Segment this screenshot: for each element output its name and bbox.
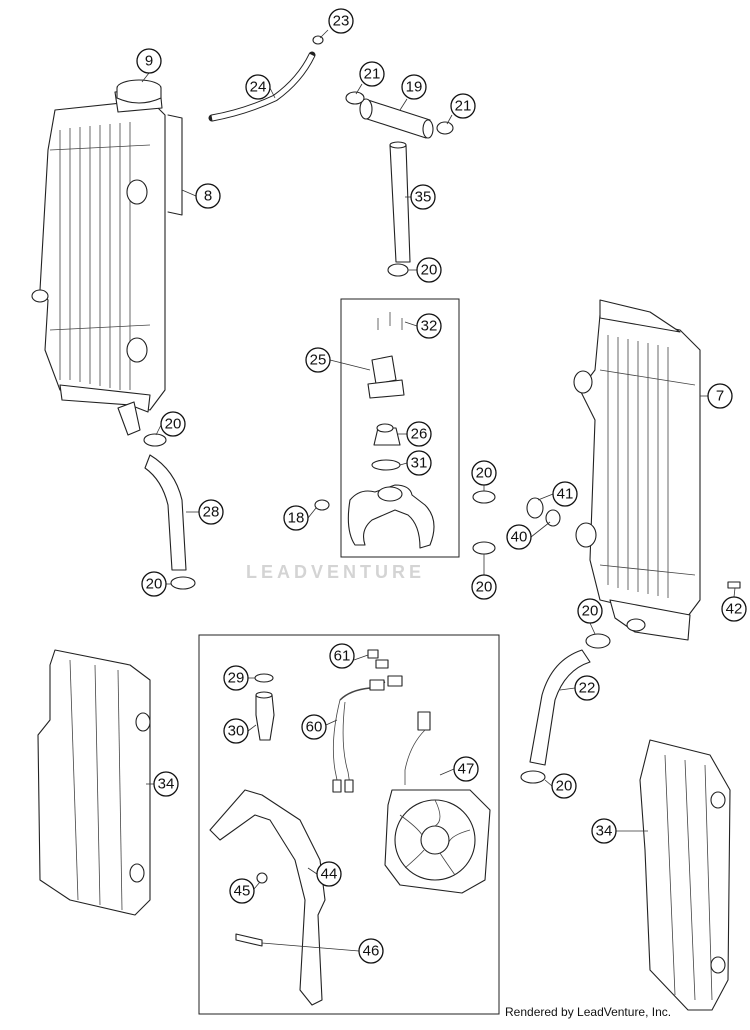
callout-26: 26: [406, 421, 432, 447]
svg-text:25: 25: [310, 352, 327, 369]
callout-20-a: 20: [416, 257, 442, 283]
svg-text:20: 20: [476, 465, 493, 482]
callout-23: 23: [328, 8, 354, 34]
thermostat-kit-box: [340, 298, 460, 558]
left-lower-hose: [143, 433, 196, 590]
callout-30: 30: [223, 718, 249, 744]
svg-text:47: 47: [458, 761, 475, 778]
svg-text:45: 45: [234, 883, 251, 900]
callout-9: 9: [136, 48, 162, 74]
callout-20-g: 20: [551, 773, 577, 799]
callout-34-a: 34: [153, 771, 179, 797]
svg-text:28: 28: [203, 504, 220, 521]
svg-text:7: 7: [716, 388, 724, 405]
callout-42: 42: [721, 596, 747, 622]
callout-22: 22: [574, 675, 600, 701]
callout-20-c: 20: [471, 460, 497, 486]
right-radiator: [573, 299, 741, 641]
watermark-text: LEADVENTURE: [246, 562, 426, 582]
callout-20-b: 20: [160, 411, 186, 437]
thermostat-assembly: [347, 312, 435, 549]
overflow-hose: [208, 35, 324, 122]
svg-text:8: 8: [204, 188, 212, 205]
svg-text:41: 41: [557, 486, 574, 503]
svg-text:44: 44: [321, 866, 338, 883]
render-credit: Rendered by LeadVenture, Inc.: [505, 1005, 672, 1019]
svg-text:46: 46: [363, 943, 380, 960]
svg-text:35: 35: [415, 189, 432, 206]
svg-text:20: 20: [165, 416, 182, 433]
radiator-cap: [116, 79, 162, 104]
svg-text:61: 61: [334, 648, 351, 665]
svg-text:34: 34: [158, 776, 175, 793]
fan-kit-box: [198, 634, 500, 1015]
clamp-20-a: [472, 490, 496, 504]
callout-40: 40: [506, 524, 532, 550]
svg-text:34: 34: [596, 823, 613, 840]
clamp-20-b: [472, 541, 496, 555]
callout-44: 44: [316, 861, 342, 887]
clamp-18: [314, 499, 330, 511]
svg-text:19: 19: [406, 79, 423, 96]
callout-25: 25: [305, 347, 331, 373]
callout-7: 7: [707, 383, 733, 409]
right-radiator-guard: [639, 739, 731, 1011]
grommet-41: [526, 497, 544, 519]
callout-18: 18: [283, 505, 309, 531]
callout-35: 35: [410, 184, 436, 210]
svg-text:30: 30: [228, 723, 245, 740]
svg-text:23: 23: [333, 13, 350, 30]
callout-19: 19: [401, 74, 427, 100]
left-radiator: [31, 87, 183, 436]
callout-34-b: 34: [591, 818, 617, 844]
svg-text:20: 20: [421, 262, 438, 279]
svg-text:40: 40: [511, 529, 528, 546]
callout-24: 24: [245, 74, 271, 100]
svg-text:29: 29: [228, 670, 245, 687]
left-radiator-guard: [37, 649, 151, 916]
svg-text:24: 24: [250, 79, 267, 96]
callout-28: 28: [198, 499, 224, 525]
leader-lines: [141, 29, 736, 952]
callout-21-b: 21: [450, 93, 476, 119]
right-lower-hose: [520, 633, 611, 784]
callout-61: 61: [329, 643, 355, 669]
svg-text:32: 32: [421, 318, 438, 335]
svg-text:42: 42: [726, 601, 743, 618]
svg-text:18: 18: [288, 510, 305, 527]
callout-45: 45: [229, 878, 255, 904]
svg-text:21: 21: [455, 98, 472, 115]
svg-text:22: 22: [579, 680, 596, 697]
svg-text:60: 60: [306, 719, 323, 736]
callout-20-e: 20: [471, 574, 497, 600]
callout-29: 29: [223, 665, 249, 691]
callout-47: 47: [453, 756, 479, 782]
fan-kit-parts: [209, 649, 491, 1006]
callout-20-d: 20: [141, 571, 167, 597]
callout-32: 32: [416, 313, 442, 339]
svg-text:31: 31: [411, 455, 428, 472]
svg-text:20: 20: [556, 778, 573, 795]
svg-text:20: 20: [476, 579, 493, 596]
callout-41: 41: [552, 481, 578, 507]
callout-60: 60: [301, 714, 327, 740]
callout-46: 46: [358, 938, 384, 964]
callout-8: 8: [195, 183, 221, 209]
svg-text:9: 9: [145, 53, 153, 70]
callout-31: 31: [406, 450, 432, 476]
svg-text:20: 20: [582, 603, 599, 620]
callout-20-f: 20: [577, 598, 603, 624]
svg-text:20: 20: [146, 576, 163, 593]
svg-text:26: 26: [411, 426, 428, 443]
callout-21-a: 21: [359, 61, 385, 87]
svg-text:21: 21: [364, 66, 381, 83]
coolant-connector: [345, 91, 454, 277]
